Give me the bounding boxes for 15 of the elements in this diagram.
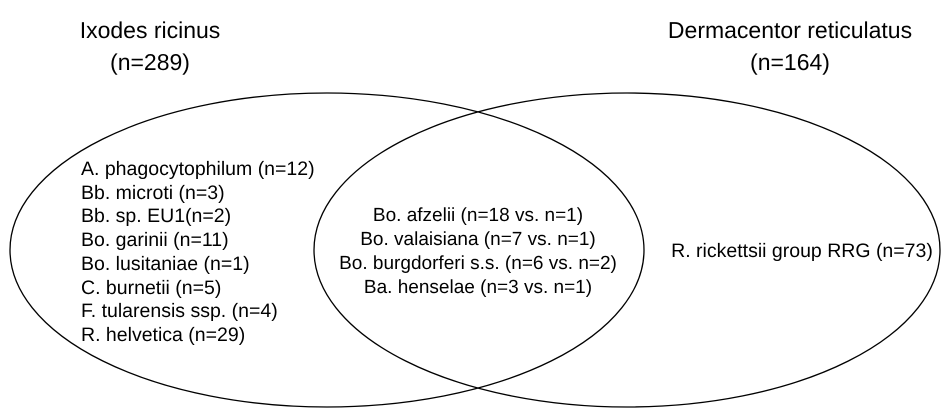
species-count: F. tularensis ssp. (n=4) [81,300,278,322]
species-count: R. helvetica (n=29) [81,324,246,346]
species-count: Bb. sp. EU1(n=2) [81,205,232,228]
shared-species-count: Bo. valaisiana (n=7 vs. n=1) [359,229,597,251]
species-count: Bo. lusitaniae (n=1) [81,252,250,275]
set-title: Dermacentor reticulatus (n=164) [666,16,914,77]
species-count: C. burnetii (n=5) [81,276,222,298]
set-title: Ixodes ricinus (n=289) [78,16,222,77]
species-count: Bo. garinii (n=11) [81,229,229,252]
shared-species-count: Bo. burgdorferi s.s. (n=6 vs. n=2) [338,253,618,275]
shared-species-count: Bo. afzelii (n=18 vs. n=1) [372,205,584,227]
species-count: R. rickettsii group RRG (n=73) [671,240,933,262]
species-count: A. phagocytophilum (n=12) [81,158,315,180]
shared-species-count: Ba. henselae (n=3 vs. n=1) [362,277,594,299]
species-count: Bb. microti (n=3) [81,182,225,204]
